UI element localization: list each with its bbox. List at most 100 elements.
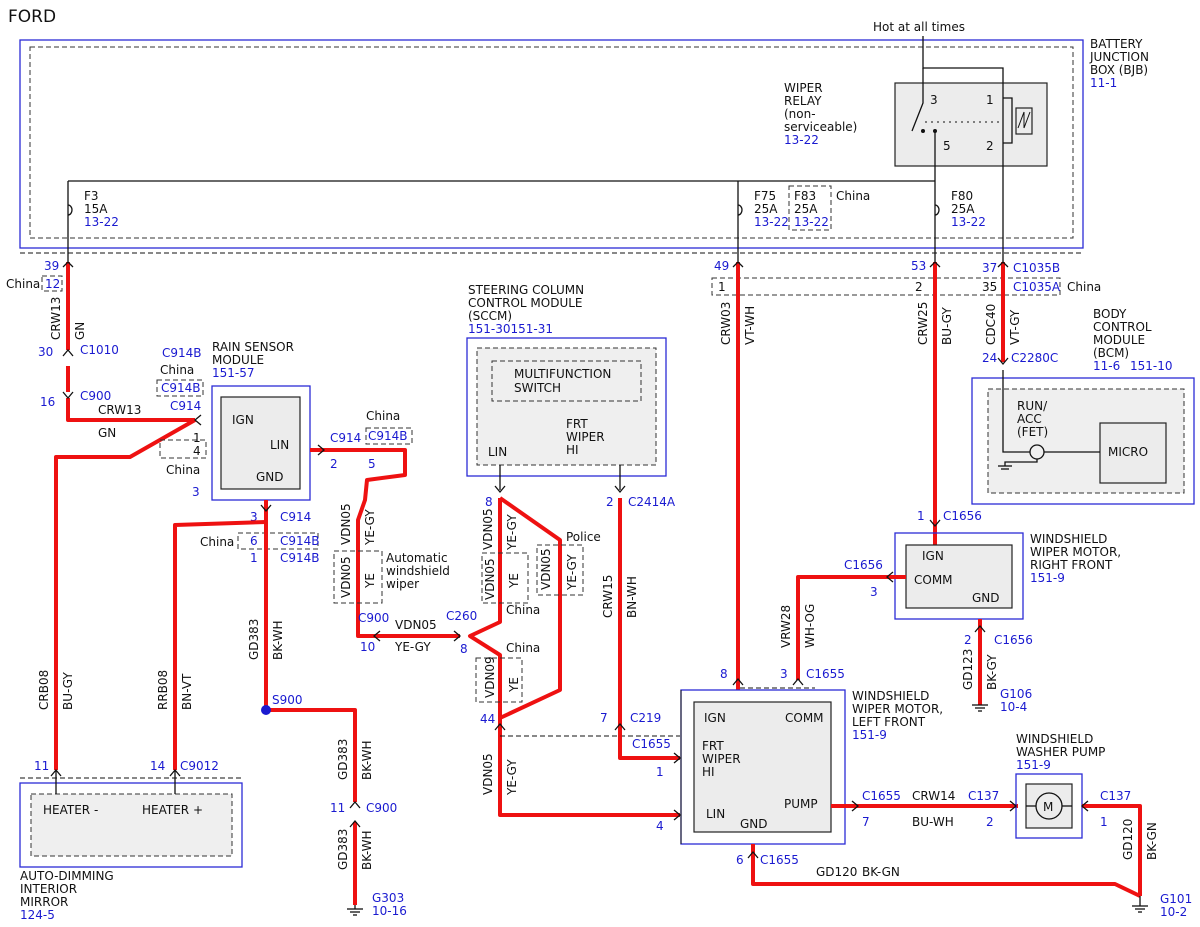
svg-text:VDN05: VDN05 [483,558,497,600]
svg-text:China: China [506,603,540,617]
svg-text:GD383: GD383 [336,829,350,870]
svg-text:GD383: GD383 [336,739,350,780]
svg-text:AUTO-DIMMING: AUTO-DIMMING [20,869,114,883]
svg-text:C914B: C914B [280,551,320,565]
svg-text:GD120: GD120 [816,865,857,879]
svg-text:13-22: 13-22 [84,215,119,229]
svg-text:11: 11 [330,801,345,815]
svg-text:BK-GN: BK-GN [1145,822,1159,860]
svg-text:4: 4 [656,819,664,833]
steering-column-control-module [476,347,657,466]
svg-text:8: 8 [485,495,493,509]
svg-text:GND: GND [256,470,284,484]
multifunction-switch [491,360,642,402]
sccm-label: STEERING COLUMN CONTROL MODULE (SCCM) 15… [468,283,584,336]
svg-text:IGN: IGN [704,711,726,725]
svg-text:BN-WH: BN-WH [625,576,639,618]
svg-text:15A: 15A [84,202,108,216]
fuse-f75-label: F75 25A 13-22 [754,189,789,229]
svg-text:151-9: 151-9 [1016,758,1051,772]
svg-text:FRT: FRT [566,417,588,431]
fuse-f75-icon [737,204,743,216]
svg-text:HEATER +: HEATER + [142,803,203,817]
svg-text:1: 1 [1100,815,1108,829]
svg-text:YE-GY: YE-GY [394,640,431,654]
svg-text:C137: C137 [1100,789,1131,803]
svg-text:RIGHT FRONT: RIGHT FRONT [1030,558,1113,572]
svg-text:China: China [6,277,40,291]
svg-text:HI: HI [702,765,715,779]
rain-sensor-label: RAIN SENSOR MODULE 151-57 [212,340,294,380]
rf-motor-label: WINDSHIELD WIPER MOTOR, RIGHT FRONT 151-… [1030,532,1121,585]
svg-text:2: 2 [606,495,614,509]
svg-text:GND: GND [740,817,768,831]
svg-text:44: 44 [480,712,495,726]
svg-text:S900: S900 [272,693,303,707]
svg-text:wiper: wiper [386,577,419,591]
svg-text:BATTERY: BATTERY [1090,37,1143,51]
svg-text:(FET): (FET) [1017,425,1048,439]
svg-text:16: 16 [40,395,55,409]
c1035b-label: C1035B [1013,261,1060,275]
pin-1-china: 1 [718,280,726,294]
svg-text:2: 2 [330,457,338,471]
svg-text:China: China [506,641,540,655]
svg-text:3: 3 [870,585,878,599]
svg-text:7: 7 [600,711,608,725]
svg-text:GND: GND [972,591,1000,605]
rain-sensor-module [220,396,301,490]
svg-text:GD123: GD123 [961,649,975,690]
svg-text:VDN09: VDN09 [483,656,497,698]
svg-text:2: 2 [964,633,972,647]
svg-text:YE-GY: YE-GY [505,759,519,796]
svg-text:C914: C914 [280,510,311,524]
pin-53: 53 [911,259,926,273]
auto-wiper-label: Automatic windshield wiper [386,551,450,591]
wire-crb08 [54,418,196,770]
svg-text:LIN: LIN [488,445,507,459]
svg-text:SWITCH: SWITCH [514,381,561,395]
svg-text:MODULE: MODULE [212,353,264,367]
svg-text:MODULE: MODULE [1093,333,1145,347]
washer-label: WINDSHIELD WASHER PUMP 151-9 [1016,732,1105,772]
svg-text:LIN: LIN [706,807,725,821]
svg-text:C260: C260 [446,609,477,623]
svg-text:CRB08: CRB08 [37,670,51,710]
svg-text:LEFT FRONT: LEFT FRONT [852,715,926,729]
svg-text:7: 7 [862,815,870,829]
fuse-f83-label: F83 25A 13-22 China [794,189,870,229]
wire-vdn05-sccm [468,496,562,720]
svg-text:CONTROL MODULE: CONTROL MODULE [468,296,583,310]
wire-vdn05-motor [498,718,680,817]
svg-text:C2280C: C2280C [1011,351,1058,365]
connector-arrows [50,261,1089,859]
svg-text:RAIN SENSOR: RAIN SENSOR [212,340,294,354]
svg-text:C1656: C1656 [994,633,1033,647]
svg-text:WINDSHIELD: WINDSHIELD [1030,532,1107,546]
pin-35: 35 [982,280,997,294]
svg-text:C914B: C914B [280,534,320,548]
svg-text:WIPER MOTOR,: WIPER MOTOR, [1030,545,1121,559]
svg-text:LIN: LIN [270,438,289,452]
svg-text:6: 6 [736,853,744,867]
c1035a-box [711,277,1061,296]
svg-text:MULTIFUNCTION: MULTIFUNCTION [514,367,611,381]
svg-text:CRW25: CRW25 [916,302,930,345]
svg-text:25A: 25A [794,202,818,216]
fuse-f80-icon [934,204,940,216]
svg-text:C900: C900 [358,611,389,625]
wiper-motor-left-front [693,701,832,833]
fuse-f3-icon [67,204,73,216]
mirror-frame [19,782,243,868]
svg-text:3: 3 [780,667,788,681]
pin-39: 39 [44,259,59,273]
svg-text:G106: G106 [1000,687,1032,701]
svg-text:CRW14: CRW14 [912,789,955,803]
svg-text:3: 3 [192,485,200,499]
vdn09-china-box [475,657,523,703]
bcm-micro [1099,422,1167,484]
svg-text:13-22: 13-22 [794,215,829,229]
svg-text:RUN/: RUN/ [1017,399,1048,413]
fuse-f3-label: F3 15A 13-22 [84,189,119,229]
